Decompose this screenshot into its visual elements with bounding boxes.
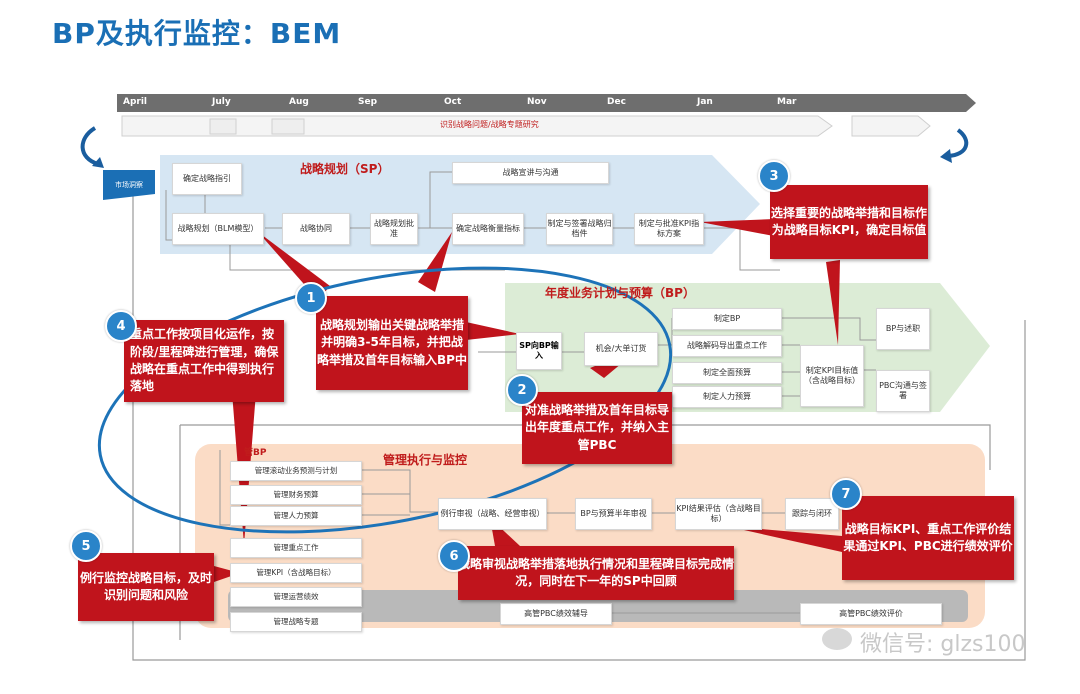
sp-communication: 战略宣讲与沟通 <box>452 162 609 184</box>
exec-kpi: 管理KPI（含战略目标） <box>230 563 362 583</box>
sp-section-label: 战略规划（SP） <box>300 162 390 176</box>
month-dec: Dec <box>607 97 626 107</box>
sp-signoff: 制定与签署战略归档件 <box>546 213 613 245</box>
exec-bp-tag: 管BP <box>244 448 267 458</box>
wechat-icon <box>822 628 852 650</box>
bp-hr-budget: 制定人力预算 <box>672 386 782 408</box>
callout-6-number: 6 <box>438 540 470 572</box>
pointer-5 <box>214 566 240 582</box>
callout-3-number: 3 <box>758 160 790 192</box>
focus-ellipse <box>97 266 673 534</box>
pointer-3b <box>826 260 840 345</box>
exec-bp-budget: BP与预算半年审视 <box>575 498 652 530</box>
callout-4-number: 4 <box>105 310 137 342</box>
month-aug: Aug <box>289 97 309 107</box>
callout-5-number: 5 <box>70 530 102 562</box>
month-sep: Sep <box>358 97 378 107</box>
bp-section-label: 年度业务计划与预算（BP） <box>545 286 695 300</box>
sp-approval: 战略规划批准 <box>370 213 418 245</box>
bp-sp-input: SP向BP输入 <box>516 332 562 370</box>
market-insight-box: 市场洞察 <box>103 170 155 200</box>
exec-key-work: 管理重点工作 <box>230 538 362 558</box>
exec-rolling: 管理滚动业务预测与计划 <box>230 461 362 481</box>
bp-decode: 战略解码导出重点工作 <box>672 335 782 357</box>
sp-measures: 确定战略衡量指标 <box>452 213 524 245</box>
month-nov: Nov <box>527 97 547 107</box>
sp-kpi-plan: 制定与批准KPI指标方案 <box>634 213 704 245</box>
callout-7-number: 7 <box>830 478 862 510</box>
bp-make-bp: 制定BP <box>672 308 782 330</box>
callout-5: 例行监控战略目标，及时识别问题和风险 <box>78 553 214 621</box>
bp-kpi-target: 制定KPI目标值（含战略目标） <box>800 345 864 407</box>
callout-4: 重点工作按项目化运作，按阶段/里程碑进行管理，确保战略在重点工作中得到执行落地 <box>124 320 284 402</box>
pointer-1c <box>466 322 520 340</box>
bp-opportunity: 机会/大单订货 <box>584 332 658 366</box>
pointer-7 <box>726 526 842 552</box>
exec-finance: 管理财务预算 <box>230 485 362 505</box>
callout-6: 战略审视战略举措落地执行情况和里程碑目标完成情况，同时在下一年的SP中回顾 <box>458 546 734 600</box>
exec-review: 例行审视（战略、经营审视） <box>438 498 547 530</box>
exec-ops: 管理运营绩效 <box>230 587 362 607</box>
exec-topics: 管理战略专题 <box>230 612 362 632</box>
bp-pbc: PBC沟通与签署 <box>876 370 930 412</box>
exec-track: 跟踪与闭环 <box>785 498 839 530</box>
sp-coordination: 战略协同 <box>282 213 350 245</box>
month-jan: Jan <box>697 97 713 107</box>
timeline-banner: 识别战略问题/战略专题研究 <box>440 120 539 129</box>
month-april: April <box>123 97 148 107</box>
callout-1-number: 1 <box>295 282 327 314</box>
month-oct: Oct <box>444 97 462 107</box>
month-mar: Mar <box>777 97 797 107</box>
sp-blm-model: 战略规划（BLM模型） <box>172 213 264 245</box>
exec-pbc-eval: 高管PBC绩效评价 <box>800 603 942 625</box>
month-july: July <box>212 97 231 107</box>
watermark: 微信号: glzs100 <box>860 632 1026 657</box>
callout-2-number: 2 <box>506 374 538 406</box>
exec-pbc-guide: 高管PBC绩效辅导 <box>500 603 612 625</box>
callout-3: 选择重要的战略举措和目标作为战略目标KPI，确定目标值 <box>770 185 928 259</box>
cycle-arrow-right <box>947 128 969 158</box>
bp-full-budget: 制定全面预算 <box>672 362 782 384</box>
sp-confirm-guideline: 确定战略指引 <box>172 163 242 195</box>
exec-band <box>195 444 985 628</box>
cycle-arrow-left <box>80 126 99 166</box>
exec-section-label: 管理执行与监控 <box>383 453 468 467</box>
exec-hr: 管理人力预算 <box>230 506 362 526</box>
timeline-bar <box>117 94 976 112</box>
callout-7: 战略目标KPI、重点工作评价结果通过KPI、PBC进行绩效评价 <box>842 496 1014 580</box>
page-title: BP及执行监控：BEM <box>52 17 342 50</box>
pointer-1b <box>418 232 452 292</box>
callout-1: 战略规划输出关键战略举措并明确3-5年目标，并把战略举措及首年目标输入BP中 <box>316 296 468 390</box>
callout-2: 对准战略举措及首年目标导出年度重点工作，并纳入主管PBC <box>522 392 672 464</box>
exec-kpi-eval: KPI结果评估（含战略目标） <box>675 498 762 530</box>
bp-report: BP与述职 <box>876 308 930 350</box>
